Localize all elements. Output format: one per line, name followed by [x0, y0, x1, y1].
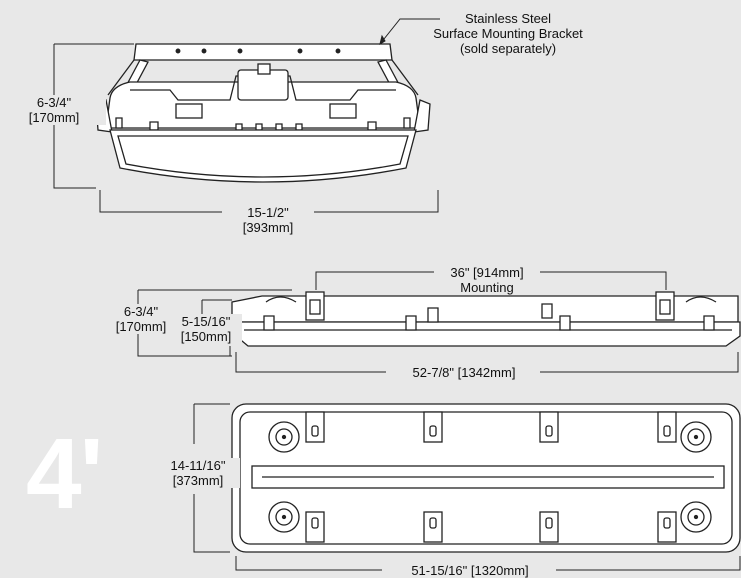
top-width-inch: 14-11/16" — [170, 458, 226, 473]
callout-line-3: (sold separately) — [459, 41, 557, 56]
front-view-fixture — [95, 43, 431, 183]
top-view-dimensions — [193, 403, 741, 571]
front-width-label: 15-1/2" [393mm] — [222, 205, 314, 235]
front-height-inch: 6-3/4" — [36, 95, 72, 110]
side-overall-height-label: 6-3/4" [170mm] — [104, 304, 178, 334]
mounting-caption: Mounting — [460, 280, 514, 295]
top-width-label: 14-11/16" [373mm] — [156, 458, 240, 488]
callout-line-2: Surface Mounting Bracket — [433, 26, 583, 41]
front-width-inch: 15-1/2" — [222, 205, 314, 220]
side-overall-height-inch: 6-3/4" — [123, 304, 159, 319]
top-length-label: 51-15/16" [1320mm] — [411, 563, 529, 578]
side-body-height-inch: 5-15/16" — [181, 314, 231, 329]
front-height-mm: [170mm] — [28, 110, 80, 125]
size-mark: 4' — [26, 418, 103, 530]
top-view-fixture — [231, 403, 741, 553]
front-view-dimensions — [53, 18, 440, 213]
front-width-mm: [393mm] — [242, 220, 294, 235]
side-body-height-label: 5-15/16" [150mm] — [170, 314, 242, 344]
side-length-label: 52-7/8" [1342mm] — [412, 365, 516, 380]
front-height-label: 6-3/4" [170mm] — [2, 95, 106, 125]
bracket-callout: Stainless Steel Surface Mounting Bracket… — [398, 11, 618, 56]
side-overall-height-mm: [170mm] — [115, 319, 167, 334]
top-width-mm: [373mm] — [172, 473, 224, 488]
mounting-value: 36" [914mm] — [434, 265, 540, 280]
mounting-label: 36" [914mm] Mounting — [434, 265, 540, 295]
side-view-fixture — [231, 291, 741, 347]
side-body-height-mm: [150mm] — [180, 329, 232, 344]
callout-line-1: Stainless Steel — [465, 11, 551, 26]
